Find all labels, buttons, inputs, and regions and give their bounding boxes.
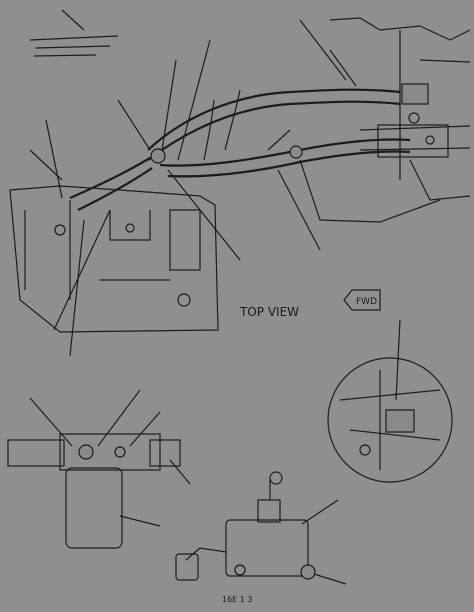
title-block [29, 9, 119, 57]
fwd-arrow: FWD [343, 289, 381, 311]
page-reference: 16E 1 3 [222, 595, 253, 604]
fwd-label: FWD [356, 297, 377, 307]
filter-assembly-detail [7, 389, 191, 549]
main-harness [69, 88, 411, 211]
frame-right [299, 17, 471, 223]
module-detail [175, 471, 347, 585]
engine-block [9, 185, 219, 333]
callout-leaders [29, 19, 357, 357]
top-view-label: TOP VIEW [239, 305, 299, 319]
detail-circle [327, 319, 453, 483]
